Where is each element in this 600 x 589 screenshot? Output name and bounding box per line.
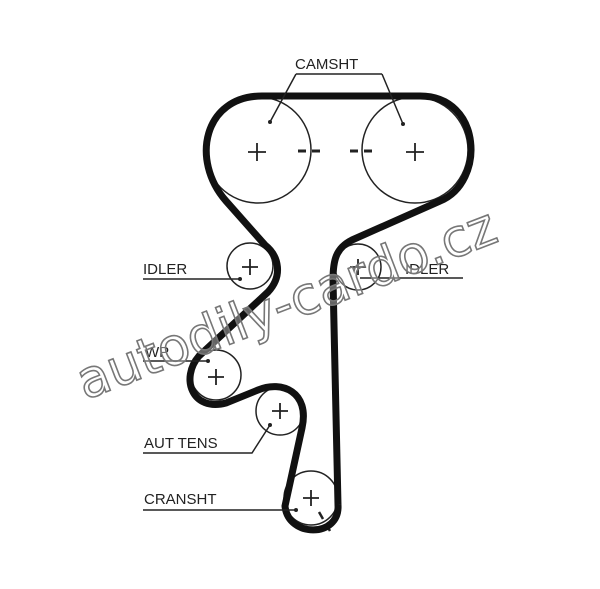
timing-belt	[186, 92, 475, 534]
watermark: autodily-cardo.cz	[68, 197, 505, 412]
label-idler-right: IDLER	[405, 261, 449, 278]
label-auto-tensioner: AUT TENS	[144, 435, 218, 452]
leader-dots	[206, 120, 405, 512]
label-crankshaft: CRANSHT	[144, 491, 217, 508]
center-marks	[208, 143, 424, 506]
label-water-pump: WP	[145, 344, 169, 361]
label-idler-left: IDLER	[143, 261, 187, 278]
label-camshaft: CAMSHT	[295, 56, 358, 73]
leader-lines	[143, 73, 463, 511]
idler-pulley-left	[226, 242, 274, 290]
